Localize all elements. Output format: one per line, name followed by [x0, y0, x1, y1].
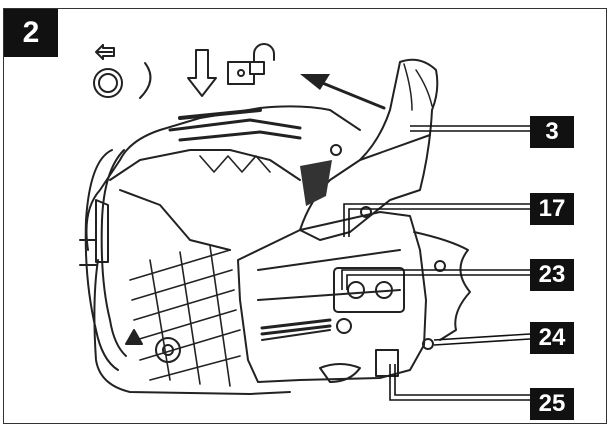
leader-lines [341, 125, 531, 401]
callout-24: 24 [530, 322, 574, 354]
arrow-left-icon [95, 44, 115, 60]
callout-17: 17 [530, 193, 574, 225]
unlock-icon [227, 43, 275, 85]
direction-arrow-icon [300, 74, 386, 110]
rotate-icon [93, 62, 152, 99]
callout-23: 23 [530, 259, 574, 291]
callout-25: 25 [530, 388, 574, 420]
callout-3: 3 [530, 116, 574, 148]
arrow-down-icon [187, 49, 217, 97]
figure-number: 2 [4, 9, 58, 57]
figure-frame [3, 8, 607, 424]
